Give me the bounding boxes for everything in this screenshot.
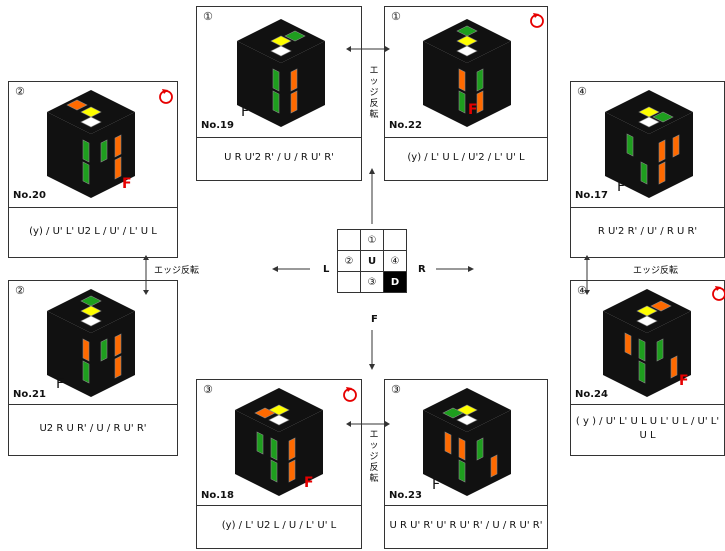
card-no19: ① F No.19 U R U'2 R' / U / R U' R' bbox=[196, 6, 362, 181]
front-label: F bbox=[679, 373, 689, 389]
card-no24: ④ F No.24 ( y ) / U' L' U L U L' U L / U… bbox=[570, 280, 725, 456]
card-no21-formula: U2 R U R' / U / R U' R' bbox=[9, 403, 177, 455]
arrow-down-icon bbox=[367, 330, 377, 370]
grid-cell: U bbox=[361, 251, 384, 272]
position-grid: ① ② U ④ ③ D bbox=[337, 229, 407, 293]
rotate-icon bbox=[342, 385, 358, 403]
card-no22-formula: (y) / L' U L / U'2 / L' U' L bbox=[385, 136, 547, 180]
position-marker: ② bbox=[15, 85, 25, 98]
position-marker: ④ bbox=[577, 85, 587, 98]
front-label: F bbox=[432, 477, 440, 493]
cube-illustration bbox=[419, 15, 515, 131]
case-number: No.22 bbox=[389, 120, 422, 131]
edge-flip-label: エッジ反転 bbox=[633, 263, 678, 276]
edge-flip-label: エッジ反転 bbox=[154, 263, 199, 276]
card-no22-image: ① F No.22 bbox=[385, 7, 547, 138]
grid-cell: ① bbox=[361, 230, 384, 251]
case-number: No.18 bbox=[201, 490, 234, 501]
case-number: No.19 bbox=[201, 120, 234, 131]
case-number: No.20 bbox=[13, 190, 46, 201]
card-no23-image: ③ F No.23 bbox=[385, 380, 547, 506]
rotate-icon bbox=[529, 11, 545, 29]
arrow-left-icon bbox=[272, 264, 310, 274]
arrow-right-icon bbox=[436, 264, 474, 274]
double-arrow-icon bbox=[582, 255, 592, 295]
arrow-up-icon bbox=[367, 168, 377, 224]
grid-cell bbox=[338, 230, 361, 251]
double-arrow-icon bbox=[346, 419, 390, 429]
rotate-icon bbox=[158, 87, 174, 105]
grid-cell: ② bbox=[338, 251, 361, 272]
position-marker: ① bbox=[203, 10, 213, 23]
card-no18: ③ F No.18 (y) / L' U2 L / U / L' U' L bbox=[196, 379, 362, 549]
grid-cell: ③ bbox=[361, 272, 384, 293]
card-no17-formula: R U'2 R' / U' / R U R' bbox=[571, 206, 724, 257]
front-label: F bbox=[617, 179, 625, 195]
front-label: F bbox=[56, 376, 64, 392]
case-number: No.17 bbox=[575, 190, 608, 201]
edge-flip-label: エッジ反転 bbox=[368, 66, 380, 121]
card-no18-image: ③ F No.18 bbox=[197, 380, 361, 506]
card-no23-formula: U R U' R' U' R U' R' / U / R U' R' bbox=[385, 504, 547, 548]
front-label: F bbox=[468, 102, 478, 118]
card-no23: ③ F No.23 U R U' R' U' R U' R' / U / R U… bbox=[384, 379, 548, 549]
card-no21: ② F No.21 U2 R U R' / U / R U' R' bbox=[8, 280, 178, 456]
position-marker: ③ bbox=[203, 383, 213, 396]
grid-cell: D bbox=[384, 272, 407, 293]
grid-right-label: R bbox=[418, 264, 426, 275]
card-no17-image: ④ F No.17 bbox=[571, 82, 724, 208]
front-label: F bbox=[241, 104, 249, 120]
case-number: No.24 bbox=[575, 389, 608, 400]
position-marker: ③ bbox=[391, 383, 401, 396]
edge-flip-label: エッジ反転 bbox=[368, 430, 380, 485]
cube-illustration bbox=[601, 86, 697, 202]
double-arrow-icon bbox=[141, 255, 151, 295]
front-label: F bbox=[122, 176, 132, 192]
grid-cell bbox=[384, 230, 407, 251]
card-no20-formula: (y) / U' L' U2 L / U' / L' U L bbox=[9, 206, 177, 257]
grid-cell bbox=[338, 272, 361, 293]
card-no17: ④ F No.17 R U'2 R' / U' / R U R' bbox=[570, 81, 725, 258]
card-no20: ② F No.20 (y) / U' L' U2 L / U' / L' U L bbox=[8, 81, 178, 258]
rotate-icon bbox=[711, 284, 725, 302]
card-no18-formula: (y) / L' U2 L / U / L' U' L bbox=[197, 504, 361, 548]
grid-left-label: L bbox=[323, 264, 329, 275]
case-number: No.21 bbox=[13, 389, 46, 400]
card-no19-image: ① F No.19 bbox=[197, 7, 361, 138]
double-arrow-icon bbox=[346, 44, 390, 54]
position-marker: ① bbox=[391, 10, 401, 23]
card-no20-image: ② F No.20 bbox=[9, 82, 177, 208]
card-no24-formula: ( y ) / U' L' U L U L' U L / U' L' U L bbox=[571, 403, 724, 455]
position-marker: ② bbox=[15, 284, 25, 297]
grid-cell: ④ bbox=[384, 251, 407, 272]
card-no22: ① F No.22 (y) / L' U L / U'2 / L' U' L bbox=[384, 6, 548, 181]
front-label: F bbox=[304, 475, 314, 491]
grid-bottom-label: F bbox=[371, 314, 378, 325]
card-no24-image: ④ F No.24 bbox=[571, 281, 724, 405]
card-no21-image: ② F No.21 bbox=[9, 281, 177, 405]
case-number: No.23 bbox=[389, 490, 422, 501]
card-no19-formula: U R U'2 R' / U / R U' R' bbox=[197, 136, 361, 180]
